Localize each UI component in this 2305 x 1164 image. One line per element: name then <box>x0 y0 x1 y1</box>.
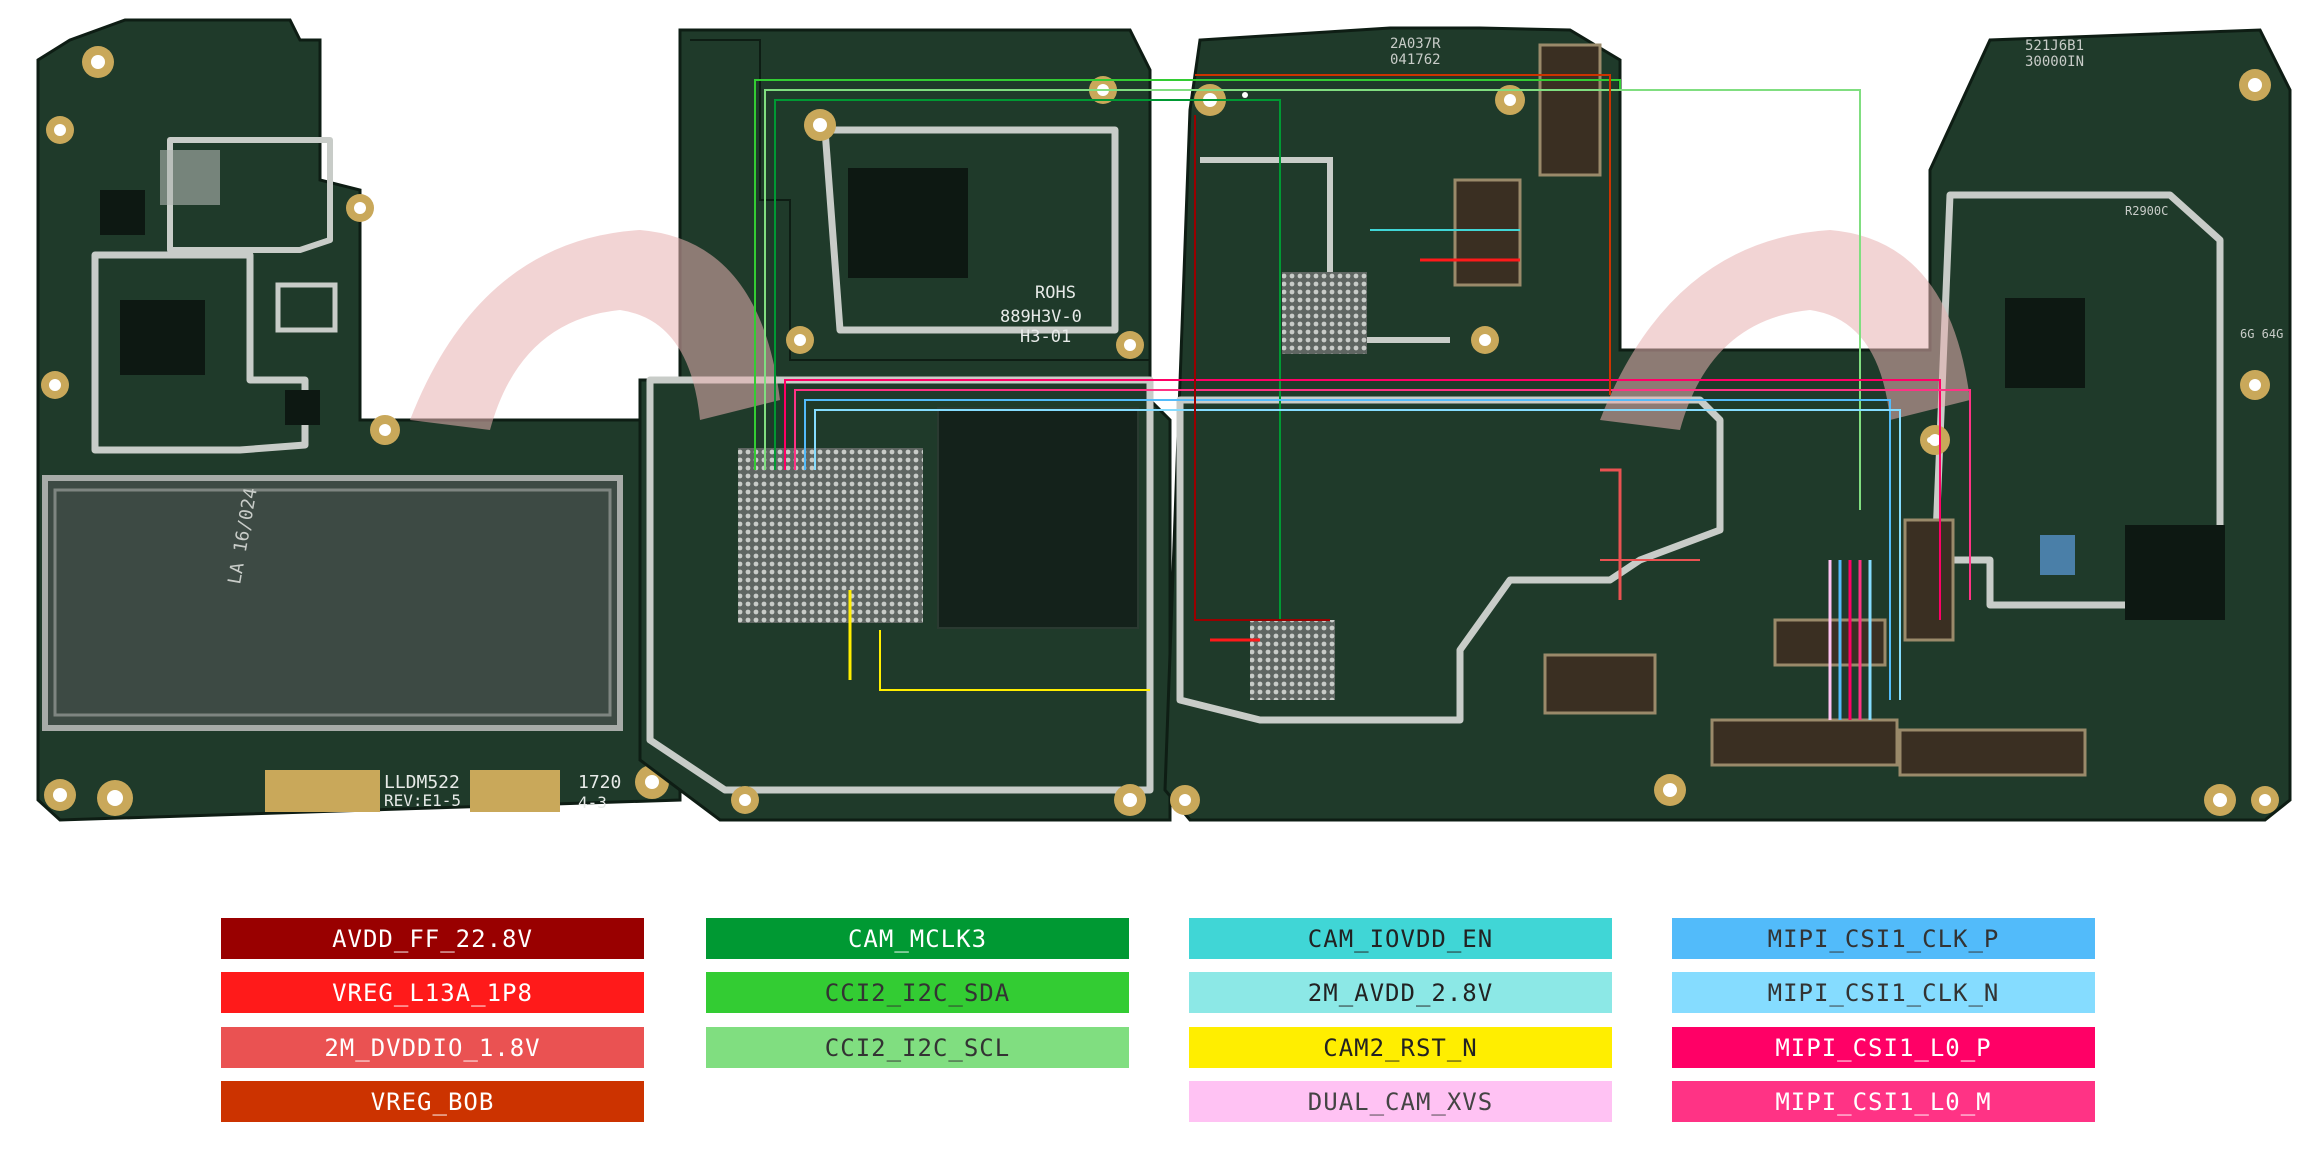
legend-label: VREG_BOB <box>370 1087 495 1116</box>
legend-label: 2M_AVDD_2.8V <box>1307 978 1494 1007</box>
board-left: LLDM522 REV:E1-5 1720 4-3 LA 16/024 <box>36 18 682 822</box>
board-code-6g: 6G 64G <box>2240 327 2283 341</box>
legend-mipi-clk-n: MIPI_CSI1_CLK_N <box>1672 972 2095 1013</box>
board-code-h3: H3-01 <box>1020 327 1071 347</box>
legend-label: MIPI_CSI1_L0_M <box>1775 1087 1992 1116</box>
legend-mipi-clk-p: MIPI_CSI1_CLK_P <box>1672 918 2095 959</box>
legend-mipi-l0-m: MIPI_CSI1_L0_M <box>1672 1081 2095 1122</box>
legend-label: VREG_L13A_1P8 <box>332 978 533 1007</box>
legend-cam2-rst: CAM2_RST_N <box>1189 1027 1612 1068</box>
legend-label: CAM2_RST_N <box>1323 1033 1478 1062</box>
legend-cci2-scl: CCI2_I2C_SCL <box>706 1027 1129 1068</box>
legend-2m-avdd: 2M_AVDD_2.8V <box>1189 972 1612 1013</box>
legend-label: DUAL_CAM_XVS <box>1307 1087 1494 1116</box>
board-code-1720: 1720 <box>578 772 621 793</box>
board-code-r2900: R2900C <box>2125 204 2168 218</box>
board-right: 2A037R 041762 521J6B1 30000IN 6G 64G R29… <box>1163 26 2292 822</box>
legend-dual-cam-xvs: DUAL_CAM_XVS <box>1189 1081 1612 1122</box>
legend-label: CAM_IOVDD_EN <box>1307 924 1494 953</box>
board-code-4-3: 4-3 <box>578 793 607 812</box>
legend-label: MIPI_CSI1_CLK_N <box>1767 978 2000 1007</box>
board-code-2a037r: 2A037R <box>1390 36 1441 52</box>
legend-cam-mclk3: CAM_MCLK3 <box>706 918 1129 959</box>
legend-mipi-l0-p: MIPI_CSI1_L0_P <box>1672 1027 2095 1068</box>
legend-label: MIPI_CSI1_L0_P <box>1775 1033 1992 1062</box>
legend-label: 2M_DVDDIO_1.8V <box>324 1033 541 1062</box>
legend-cam-iovdd-en: CAM_IOVDD_EN <box>1189 918 1612 959</box>
board-code-rev: REV:E1-5 <box>384 791 461 810</box>
board-code-30000: 30000IN <box>2025 54 2084 70</box>
board-code-rohs: ROHS <box>1035 283 1076 303</box>
legend-cci2-sda: CCI2_I2C_SDA <box>706 972 1129 1013</box>
legend-2m-dvddio: 2M_DVDDIO_1.8V <box>221 1027 644 1068</box>
board-code-889: 889H3V-0 <box>1000 307 1082 327</box>
legend-vreg-bob: VREG_BOB <box>221 1081 644 1122</box>
board-code-521: 521J6B1 <box>2025 38 2084 54</box>
board-code-041762: 041762 <box>1390 52 1441 68</box>
legend-label: AVDD_FF_22.8V <box>332 924 533 953</box>
board-code-lldm: LLDM522 <box>384 772 460 793</box>
legend-label: CCI2_I2C_SCL <box>824 1033 1011 1062</box>
legend-label: MIPI_CSI1_CLK_P <box>1767 924 2000 953</box>
legend-label: CAM_MCLK3 <box>847 924 988 953</box>
legend-vreg-l13a: VREG_L13A_1P8 <box>221 972 644 1013</box>
signal-traces <box>754 74 1971 720</box>
legend-label: CCI2_I2C_SDA <box>824 978 1011 1007</box>
legend-avdd-ff: AVDD_FF_22.8V <box>221 918 644 959</box>
